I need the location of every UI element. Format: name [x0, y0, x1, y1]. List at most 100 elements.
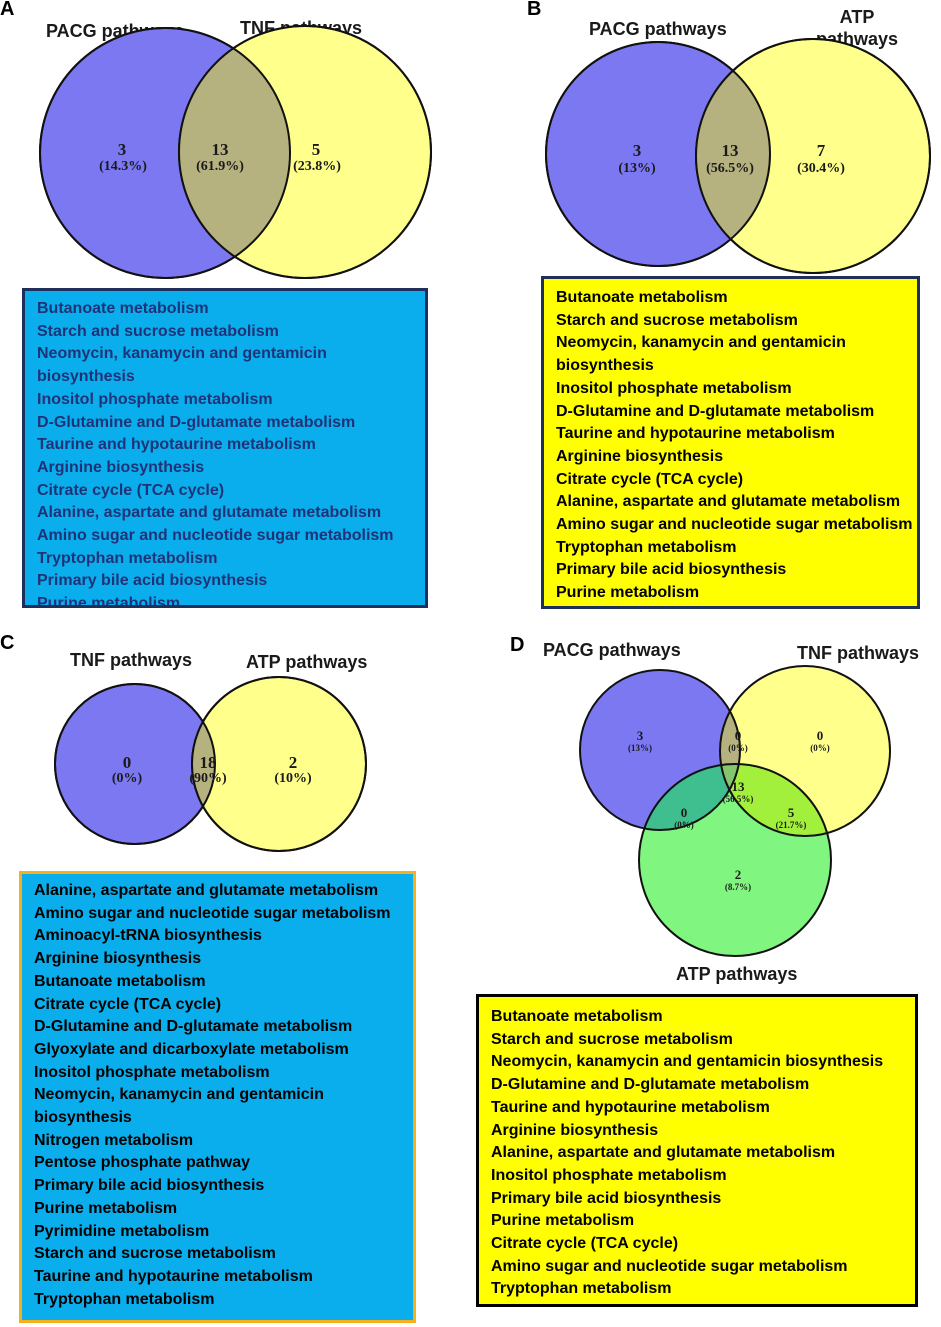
panel-d-letter: D — [510, 634, 525, 656]
panel-d-count-tnf-atp: 5 — [788, 805, 795, 820]
pathway-item: Citrate cycle (TCA cycle) — [556, 470, 744, 488]
pathway-item: Inositol phosphate metabolism — [37, 390, 273, 408]
panel-d-count-all-three: 13 — [732, 779, 746, 794]
pathway-item: Primary bile acid biosynthesis — [491, 1189, 722, 1207]
pathway-item: D-Glutamine and D-glutamate metabolism — [37, 413, 356, 431]
pathway-item: Primary bile acid biosynthesis — [556, 561, 787, 579]
panel-d-count-pacg-only: 3 — [637, 728, 644, 743]
pathway-item: Neomycin, kanamycin and gentamicin biosy… — [491, 1053, 884, 1071]
panel-d-pct-pacg-tnf: (0%) — [728, 743, 748, 753]
pathway-item: Taurine and hypotaurine metabolism — [37, 436, 316, 454]
panel-d-pct-pacg-only: (13%) — [628, 743, 652, 753]
pathway-item: Citrate cycle (TCA cycle) — [491, 1235, 679, 1253]
panel-c-letter: C — [0, 632, 15, 654]
panel-d-pct-tnf-only: (0%) — [810, 743, 830, 753]
panel-c-label-tnf: TNF pathways — [70, 650, 193, 670]
pathway-item: Inositol phosphate metabolism — [556, 379, 792, 397]
pathway-item: Purine metabolism — [37, 595, 181, 608]
panel-d-overlap-pacg-atp — [639, 764, 740, 830]
pathway-item: Inositol phosphate metabolism — [34, 1063, 270, 1081]
panel-a-count-tnf-only: 5 — [312, 140, 321, 159]
panel-a-letter: A — [0, 0, 15, 20]
pathway-item: Glyoxylate and dicarboxylate metabolism — [34, 1040, 349, 1058]
pathway-item: Taurine and hypotaurine metabolism — [34, 1267, 313, 1285]
panel-d-count-pacg-atp: 0 — [681, 805, 688, 820]
pathway-item: Taurine and hypotaurine metabolism — [556, 425, 835, 443]
pathway-item: Amino sugar and nucleotide sugar metabol… — [37, 527, 394, 545]
panel-b-pct-pacg-only: (13%) — [618, 161, 656, 176]
panel-d-pct-pacg-atp: (0%) — [674, 820, 694, 830]
pathway-item: Pyrimidine metabolism — [34, 1222, 210, 1240]
pathway-item: Butanoate metabolism — [34, 972, 206, 990]
panel-d-label-atp: ATP pathways — [676, 964, 798, 984]
panel-c-pathway-items: Alanine, aspartate and glutamate metabol… — [34, 880, 413, 1311]
pathway-item: Nitrogen metabolism — [34, 1131, 194, 1149]
pathway-item: Primary bile acid biosynthesis — [34, 1177, 265, 1195]
pathway-item: biosynthesis — [34, 1109, 132, 1127]
pathway-item: D-Glutamine and D-glutamate metabolism — [491, 1076, 810, 1094]
panel-b-pct-shared: (56.5%) — [706, 161, 754, 176]
panel-d-pct-all-three: (56.5%) — [723, 794, 754, 804]
pathway-item: Citrate cycle (TCA cycle) — [37, 481, 225, 499]
pathway-item: Purine metabolism — [556, 584, 700, 602]
pathway-item: Neomycin, kanamycin and gentamicin — [556, 334, 846, 352]
pathway-item: Purine metabolism — [491, 1212, 635, 1230]
pathway-item: Amino sugar and nucleotide sugar metabol… — [556, 516, 913, 534]
pathway-item: Tryptophan metabolism — [491, 1280, 672, 1298]
pathway-item: Starch and sucrose metabolism — [556, 311, 798, 329]
panel-c-pct-shared: (90%) — [189, 771, 227, 786]
panel-c-venn-diagram: 0 (0%) 18 (90%) 2 (10%) — [54, 676, 367, 852]
panel-b-count-shared: 13 — [722, 141, 739, 160]
pathway-item: Alanine, aspartate and glutamate metabol… — [37, 504, 382, 522]
pathway-item: Arginine biosynthesis — [34, 950, 202, 968]
panel-b-venn-diagram: 3 (13%) 13 (56.5%) 7 (30.4%) — [545, 38, 931, 274]
pathway-item: Arginine biosynthesis — [556, 447, 724, 465]
panel-d-count-atp-only: 2 — [735, 867, 742, 882]
pathway-item: Starch and sucrose metabolism — [37, 322, 279, 340]
panel-d-venn-diagram: 3 (13%) 0 (0%) 0 (0%) 13 (56.5%) 0 (0%) … — [579, 665, 891, 957]
pathway-item: D-Glutamine and D-glutamate metabolism — [556, 402, 875, 420]
panel-b-count-atp-only: 7 — [817, 141, 826, 160]
panel-a-pct-pacg-only: (14.3%) — [99, 159, 147, 174]
pathway-item: Neomycin, kanamycin and gentamicin — [34, 1086, 324, 1104]
pathway-item: Butanoate metabolism — [37, 300, 209, 317]
pathway-item: biosynthesis — [37, 368, 135, 386]
panel-a-pct-tnf-only: (23.8%) — [293, 159, 341, 174]
panel-a-overlap — [179, 28, 290, 278]
panel-d-pct-tnf-atp: (21.7%) — [776, 820, 807, 830]
pathway-item: Arginine biosynthesis — [37, 458, 205, 476]
pathway-item: Aminoacyl-tRNA biosynthesis — [34, 927, 262, 945]
pathway-item: Amino sugar and nucleotide sugar metabol… — [34, 904, 391, 922]
panel-c-label-atp: ATP pathways — [246, 652, 368, 672]
panel-a-count-pacg-only: 3 — [118, 140, 127, 159]
pathway-item: Alanine, aspartate and glutamate metabol… — [556, 493, 901, 511]
pathway-item: Starch and sucrose metabolism — [34, 1245, 276, 1263]
panel-c-count-tnf-only: 0 — [123, 753, 132, 772]
panel-a-pct-shared: (61.9%) — [196, 159, 244, 174]
pathway-item: Alanine, aspartate and glutamate metabol… — [34, 882, 379, 899]
panel-d-label-tnf: TNF pathways — [797, 643, 920, 663]
panel-b-label-pacg: PACG pathways — [589, 19, 727, 39]
pathway-item: Alanine, aspartate and glutamate metabol… — [491, 1144, 836, 1162]
panel-d-label-pacg: PACG pathways — [543, 640, 681, 660]
pathway-item: Tryptophan metabolism — [37, 549, 218, 567]
panel-c-count-shared: 18 — [200, 753, 217, 772]
panel-c-count-atp-only: 2 — [289, 753, 298, 772]
pathway-item: Starch and sucrose metabolism — [491, 1030, 733, 1048]
panel-c-pct-tnf-only: (0%) — [112, 771, 143, 786]
panel-a-count-shared: 13 — [212, 140, 229, 159]
pathway-item: Butanoate metabolism — [556, 289, 728, 306]
panel-c-pct-atp-only: (10%) — [274, 771, 312, 786]
pathway-item: Taurine and hypotaurine metabolism — [491, 1098, 770, 1116]
panel-c-pathway-list: Alanine, aspartate and glutamate metabol… — [19, 871, 416, 1323]
panel-b-label-atp-line1: ATP — [839, 7, 875, 27]
pathway-item: Primary bile acid biosynthesis — [37, 572, 268, 590]
pathway-item: biosynthesis — [556, 357, 654, 375]
panel-d-count-tnf-only: 0 — [817, 728, 824, 743]
pathway-item: Tryptophan metabolism — [34, 1290, 215, 1308]
